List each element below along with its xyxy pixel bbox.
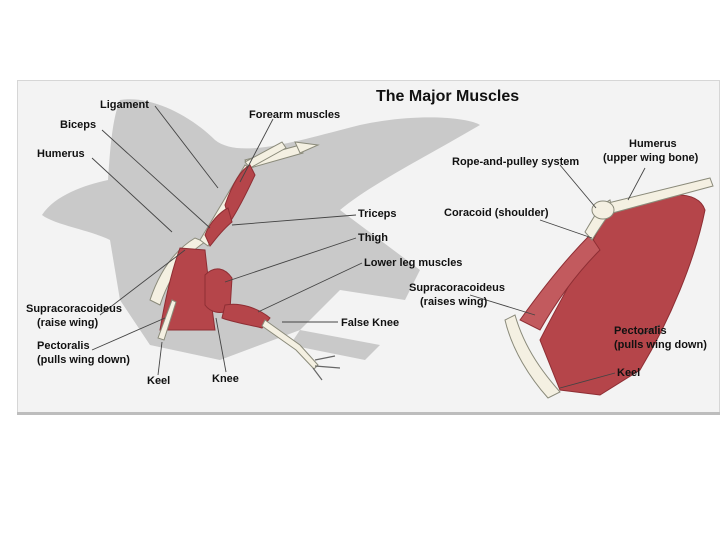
label-keel-right: Keel [617, 367, 641, 379]
label-forearm-muscles: Forearm muscles [249, 109, 341, 121]
left-skeleton [157, 299, 341, 381]
label-coracoid: Coracoid (shoulder) [444, 207, 549, 219]
label-keel-left: Keel [147, 375, 171, 387]
keel-bone-right [504, 314, 561, 399]
diagram-title: The Major Muscles [376, 88, 520, 105]
label-biceps: Biceps [60, 119, 97, 131]
panel-bottom-edge [17, 412, 720, 415]
label-supracoracoideus-left: Supracoracoideus [26, 303, 122, 315]
lower-leg-muscle [221, 303, 271, 329]
label-ligament: Ligament [100, 99, 149, 111]
label-supracoracoideus-right-sub: (raises wing) [420, 296, 488, 308]
forearm-muscle [224, 164, 256, 224]
leader-lines [91, 105, 661, 389]
biceps-muscle [204, 207, 233, 247]
right-figure [504, 177, 714, 399]
label-pectoralis-left: Pectoralis [37, 340, 90, 352]
label-pectoralis-right: Pectoralis [614, 325, 667, 337]
label-triceps: Triceps [358, 208, 397, 220]
label-false-knee: False Knee [341, 317, 400, 329]
label-lower-leg-muscles: Lower leg muscles [364, 257, 463, 269]
label-humerus-right-sub: (upper wing bone) [603, 152, 699, 164]
label-supracoracoideus-left-sub: (raise wing) [37, 317, 99, 329]
shoulder-joint [591, 200, 615, 220]
label-rope-and-pulley: Rope-and-pulley system [452, 156, 580, 168]
label-pectoralis-right-sub: (pulls wing down) [614, 339, 707, 351]
label-thigh: Thigh [358, 232, 388, 244]
supracoracoideus-muscle [519, 234, 601, 331]
label-knee: Knee [212, 373, 239, 385]
label-pectoralis-left-sub: (pulls wing down) [37, 354, 130, 366]
label-humerus-right: Humerus [629, 138, 677, 150]
label-supracoracoideus-right: Supracoracoideus [409, 282, 505, 294]
keel-bone-left [157, 299, 177, 341]
pectoralis-muscle-right [539, 194, 706, 396]
label-humerus: Humerus [37, 148, 85, 160]
